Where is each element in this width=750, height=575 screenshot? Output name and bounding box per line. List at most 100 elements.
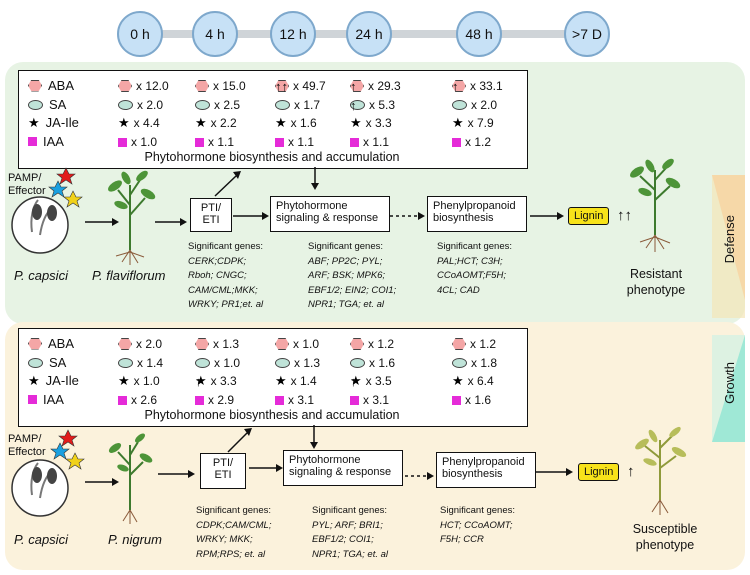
plant-label-top: P. flaviflorum	[92, 268, 166, 283]
effector-text: Effector	[8, 185, 46, 197]
value: x 2.6	[131, 393, 158, 407]
bottom-ja-48h: ★x 6.4	[452, 374, 494, 388]
bottom-sa-24h: x 1.6	[350, 356, 395, 370]
value: x 1.0	[131, 135, 158, 149]
phenotype-text-2: phenotype	[626, 283, 686, 297]
square-icon	[452, 395, 461, 405]
legend-sa: SA	[28, 97, 66, 112]
square-icon	[28, 395, 37, 404]
hexagon-icon	[452, 80, 466, 92]
legend-aba-label: ABA	[48, 78, 75, 93]
bottom-aba-4h: x 1.3	[195, 337, 239, 351]
value: x 1.0	[293, 337, 320, 351]
value: x 2.9	[208, 393, 235, 407]
pamp-label-bottom: PAMP/Effector	[8, 433, 46, 459]
value: x 3.3	[365, 116, 392, 130]
bottom-sa-48h: x 1.8	[452, 356, 497, 370]
up-arrow-icon: ↑	[350, 78, 357, 94]
phenyl-text-1: Phenylpropanoid	[433, 200, 516, 212]
hormone-caption-bottom: Phytohormone biosynthesis and accumulati…	[144, 408, 400, 422]
bottom-iaa-4h: x 2.9	[195, 393, 234, 407]
value: x 12.0	[136, 79, 169, 93]
square-icon	[118, 395, 127, 405]
oval-icon	[195, 100, 210, 110]
value: x 1.1	[288, 135, 315, 149]
oval-icon	[28, 99, 43, 110]
star-icon: ★	[28, 372, 40, 388]
legend-aba-bottom: ABA	[28, 336, 74, 351]
bottom-sa-0h: x 1.4	[118, 356, 163, 370]
top-ja-0h: ★x 4.4	[118, 116, 160, 130]
top-iaa-0h: x 1.0	[118, 135, 157, 149]
value: x 1.6	[290, 116, 317, 130]
gene-line: CCoAOMT;F5H;	[437, 270, 506, 281]
hexagon-icon	[452, 338, 466, 350]
genes-phenylpropanoid-top: Significant genes: PAL;HCT; C3H; CCoAOMT…	[437, 240, 512, 298]
phenyl-text-2: biosynthesis	[442, 468, 503, 480]
value: x 1.2	[368, 337, 395, 351]
genes-title: Significant genes:	[196, 505, 271, 516]
pamp-text: PAMP/	[8, 172, 42, 184]
pti-text: PTI/	[212, 457, 234, 469]
gene-line: CAM/CML;MKK;	[188, 284, 258, 296]
top-sa-4h: x 2.5	[195, 98, 240, 112]
genes-pti-top: Significant genes: CERK;CDPK; Rboh; CNGC…	[188, 240, 263, 313]
star-icon: ★	[452, 115, 464, 130]
time-node-0h: 0 h	[117, 11, 163, 57]
oval-icon	[350, 358, 365, 368]
square-icon	[195, 395, 204, 405]
value: x 7.9	[467, 116, 494, 130]
top-ja-4h: ★x 2.2	[195, 116, 237, 130]
top-ja-24h: ★x 3.3	[350, 116, 392, 130]
phenotype-text-2: phenotype	[635, 538, 695, 552]
gene-line: NPR1; TGA; et. al	[312, 548, 389, 560]
value: x 1.3	[213, 337, 240, 351]
value: x 1.2	[470, 337, 497, 351]
value: x 1.4	[137, 356, 164, 370]
star-icon: ★	[118, 373, 130, 388]
eti-text: ETI	[214, 469, 232, 481]
oval-icon	[195, 358, 210, 368]
genes-title: Significant genes:	[188, 241, 263, 252]
pti-eti-box-bottom: PTI/ETI	[200, 453, 246, 489]
oval-icon	[452, 100, 467, 110]
oval-icon	[118, 100, 133, 110]
value: x 49.7	[293, 79, 326, 93]
legend-iaa: IAA	[28, 134, 64, 149]
legend-aba-label: ABA	[48, 336, 75, 351]
lignin-box-top: Lignin	[568, 207, 610, 225]
value: x 1.8	[471, 356, 498, 370]
top-aba-4h: x 15.0	[195, 79, 246, 93]
star-icon: ★	[350, 115, 362, 130]
top-sa-48h: x 2.0	[452, 98, 497, 112]
time-node-12h: 12 h	[270, 11, 316, 57]
hexagon-icon	[195, 338, 209, 350]
value: x 1.2	[465, 135, 492, 149]
hexagon-icon	[275, 80, 289, 92]
value: x 2.0	[136, 337, 163, 351]
oval-icon	[275, 358, 290, 368]
top-aba-48h: x 33.1↑	[452, 78, 503, 94]
top-ja-12h: ★x 1.6	[275, 116, 317, 130]
signaling-text-1: Phytohormone	[276, 200, 348, 212]
square-icon	[452, 137, 461, 147]
hexagon-icon	[118, 80, 132, 92]
phenyl-text-2: biosynthesis	[433, 212, 494, 224]
genes-pti-bottom: Significant genes: CDPK;CAM/CML; WRKY; M…	[196, 504, 271, 562]
bottom-aba-48h: x 1.2	[452, 337, 496, 351]
signaling-text-1: Phytohormone	[289, 454, 361, 466]
legend-sa-bottom: SA	[28, 355, 66, 370]
signaling-text-2: signaling & response	[276, 212, 379, 224]
bottom-aba-12h: x 1.0	[275, 337, 319, 351]
gene-line: ABF; PP2C; PYL;	[308, 255, 383, 267]
value: x 1.1	[208, 135, 235, 149]
gene-line: EBF1/2; EIN2; COI1;	[308, 284, 397, 296]
up-arrow-icon: ↑	[452, 78, 459, 94]
time-node-24h: 24 h	[346, 11, 392, 57]
value: x 1.7	[294, 98, 321, 112]
